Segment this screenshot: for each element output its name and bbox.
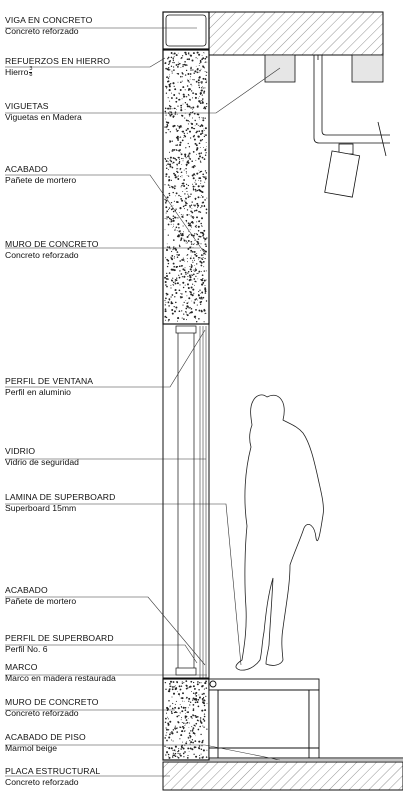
window-assembly	[162, 323, 210, 679]
concrete-texture-upper	[164, 51, 208, 323]
human-figure	[235, 394, 324, 671]
ceiling-lamp	[313, 55, 390, 198]
concrete-wall-upper	[162, 49, 210, 325]
wood-frame	[208, 678, 320, 759]
joist-right	[351, 54, 384, 83]
concrete-texture-lower	[164, 680, 208, 759]
joist-left	[264, 54, 296, 83]
concrete-beam	[162, 11, 210, 50]
structural-slab	[162, 761, 403, 791]
leader-lines	[5, 27, 281, 777]
upper-slab	[208, 11, 384, 56]
